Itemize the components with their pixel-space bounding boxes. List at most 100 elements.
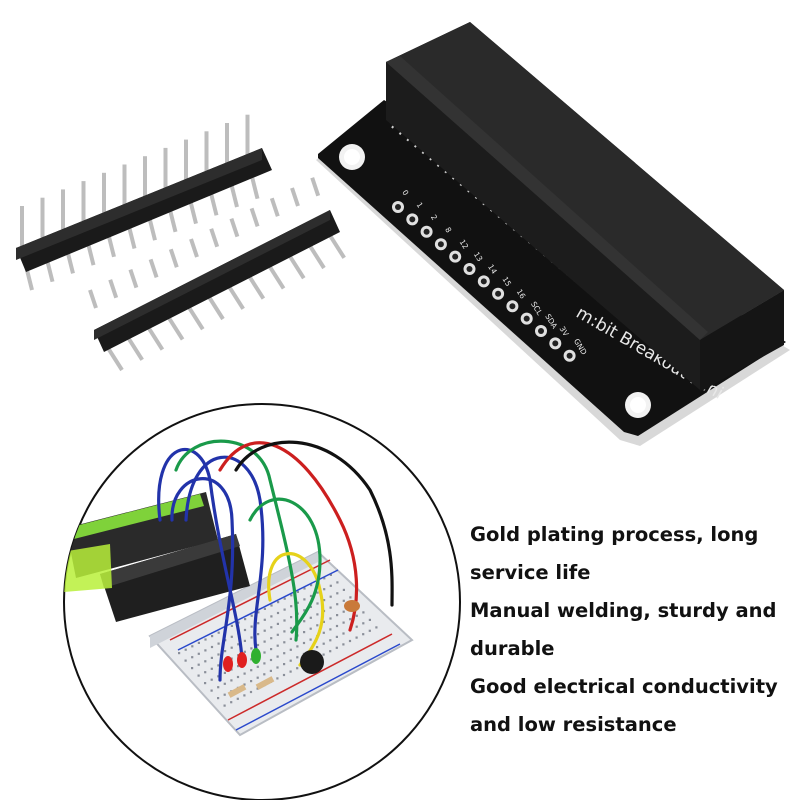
hole [296,667,299,670]
hole [283,619,286,622]
hole [335,646,338,649]
hole [197,641,200,644]
pad-hole [480,278,487,285]
hole [270,626,273,629]
hole [309,627,312,630]
pin [247,275,266,300]
hole [263,640,266,643]
hole [289,670,292,673]
pad-hole [466,266,473,272]
pad-hole [409,216,416,223]
hole [322,620,325,623]
hole [184,659,187,662]
acrylic-base [64,544,112,592]
hole [191,667,194,670]
hole [296,656,299,659]
hole [303,598,306,601]
pin [166,316,185,341]
pin-label: 14 [486,263,499,276]
pin [308,244,326,270]
hole [197,674,200,677]
pin-label: 2 [429,213,439,222]
pin-label: 0 [400,188,410,197]
hole [316,624,319,627]
pin-label: 12 [458,238,471,251]
hole [296,645,299,648]
hole [184,648,187,651]
pin [189,238,199,258]
hole [217,664,220,667]
hole [263,673,266,676]
pin [229,182,239,208]
hole [263,662,266,665]
pin [146,326,165,351]
hole [223,704,226,707]
pin [328,234,346,259]
hole [256,687,259,690]
hole [276,677,279,680]
hole [322,653,325,656]
pin [209,228,220,248]
hole [368,629,371,632]
hole [191,645,194,648]
hole [217,653,220,656]
hole [336,581,339,584]
hole [210,689,213,692]
hole [269,658,273,662]
pad-hole [395,204,401,210]
hole [283,652,286,655]
hole [243,683,246,686]
pin [207,295,225,321]
hole [204,682,207,685]
hole [230,646,233,649]
hole [296,590,299,593]
pin [229,217,240,238]
hole [263,629,266,632]
pin [128,268,139,289]
hole [217,642,220,645]
hole [256,665,259,668]
hole [217,675,220,678]
hole [282,673,286,677]
hole [348,639,352,643]
hole [211,635,214,638]
hole [256,676,259,679]
hole [335,635,338,638]
feature-list: Gold plating process, long service life … [470,516,790,744]
hole [243,628,247,632]
hole [349,618,352,621]
hole [250,647,253,650]
hole [230,701,233,704]
hole [243,639,246,642]
hole [243,694,246,697]
hole [230,635,233,638]
pin [126,336,144,361]
hole [336,592,339,595]
hole [283,608,286,611]
hole [250,625,253,628]
feature-line-2: service life [470,561,591,584]
hole [289,648,292,651]
hole [316,613,319,616]
hole [355,614,358,617]
hole [289,626,293,630]
hole [250,614,253,617]
hole [335,624,339,628]
hole [342,599,345,602]
hole [309,594,313,598]
pin [269,197,280,217]
pin [187,306,205,331]
hole [310,584,313,587]
pad-row [392,201,576,362]
hole [283,641,286,644]
feature-line-5: Good electrical conductivity [470,675,778,698]
buzzer [300,650,324,674]
hole [270,648,273,651]
hole [210,656,213,659]
hole [223,682,226,685]
hole [276,633,279,636]
pin [108,279,119,299]
hole [289,659,292,662]
hole [244,618,247,621]
